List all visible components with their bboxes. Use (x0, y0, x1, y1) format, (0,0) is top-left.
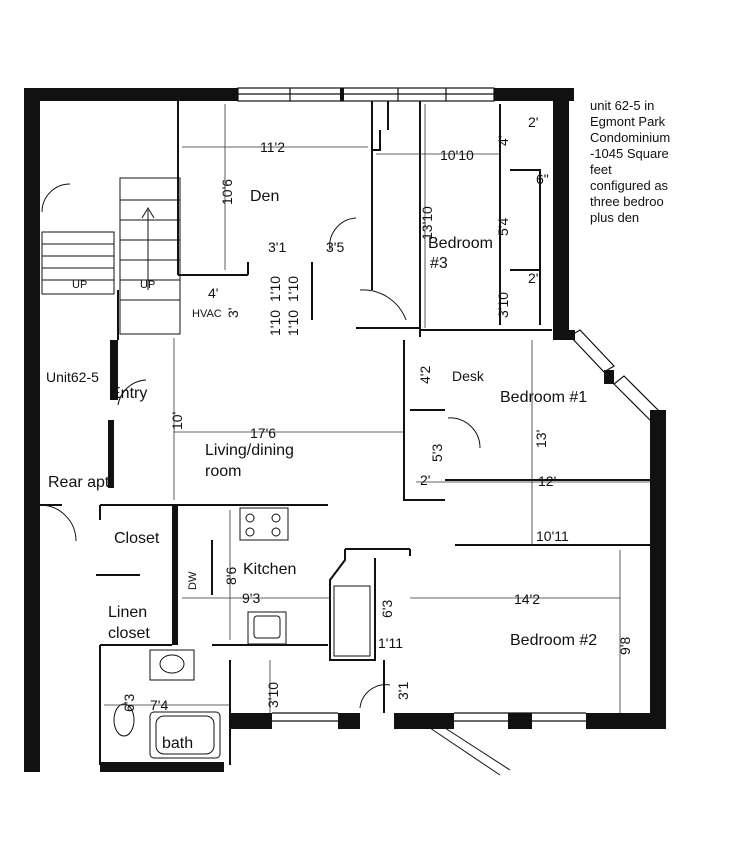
dim-closet-top: 2' (528, 114, 538, 130)
room-label-bedroom2: Bedroom #2 (510, 632, 597, 649)
dim-hvac-3: 3' (225, 308, 241, 318)
room-label-linen: closet (108, 625, 150, 642)
door-swings (39, 183, 511, 776)
stair-label-up: UP (72, 279, 87, 291)
stair-label-up: UP (140, 279, 155, 291)
dim-living-depth: 10' (169, 412, 185, 430)
dim-hall-1101d: 1'10 (285, 310, 301, 336)
description-line: plus den (590, 210, 640, 225)
description-line: Condominium (590, 130, 671, 145)
room-label-bedroom3: Bedroom (428, 235, 493, 252)
dim-kitchen-depth: 8'6 (223, 567, 239, 585)
room-label-desk: Desk (452, 368, 485, 384)
room-label-living: Living/dining (205, 442, 294, 459)
dim-kitchen-width: 9'3 (242, 590, 260, 606)
dim-den-depth: 10'6 (219, 179, 235, 205)
stairs (41, 177, 181, 335)
dim-hall-310b: 3'10 (265, 682, 281, 708)
dim-bed2-width: 14'2 (514, 591, 540, 607)
dim-bed1-42: 4'2 (417, 366, 433, 384)
room-label-hvac: HVAC (192, 308, 222, 320)
dim-bath-depth: 6'3 (121, 694, 137, 712)
dim-hall-1101a: 1'10 (267, 276, 283, 302)
dim-bed1-12: 12' (538, 473, 556, 489)
dim-bed3-width: 10'10 (440, 147, 474, 163)
dim-closet-4: 4' (495, 136, 511, 146)
description-line: configured as (590, 178, 669, 193)
dim-closet-54: 5'4 (495, 218, 511, 236)
room-label-dw: DW (187, 571, 199, 590)
description-line: -1045 Square (590, 146, 669, 161)
description-note: unit 62-5 in Egmont Park Condominium -10… (590, 98, 730, 226)
dimension-lines (104, 104, 650, 713)
description-line: Egmont Park (590, 114, 666, 129)
dim-closet-6: 6" (536, 171, 549, 187)
dim-bed1-1011: 10'11 (536, 528, 569, 544)
interior-walls (40, 101, 650, 765)
stove-burner-icon (271, 513, 281, 523)
description-line: feet (590, 162, 612, 177)
stove-burner-icon (271, 527, 281, 537)
room-label-entry: Entry (110, 385, 147, 402)
dim-bed3-depth: 13'10 (419, 206, 435, 240)
room-label-living: room (205, 463, 241, 480)
room-label-den: Den (250, 188, 279, 205)
dim-bed1-13: 13' (533, 430, 549, 448)
dim-hall-1101b: 1'10 (285, 276, 301, 302)
description-line: unit 62-5 in (590, 98, 655, 113)
stove-burner-icon (245, 527, 255, 537)
dim-den-width: 11'2 (260, 139, 285, 155)
dim-hall-35: 3'5 (326, 239, 344, 255)
room-label-kitchen: Kitchen (243, 561, 296, 578)
dim-bed2-63: 6'3 (379, 600, 395, 618)
dim-bath-width: 7'4 (150, 697, 168, 713)
dim-bed1-2: 2' (420, 472, 430, 488)
exterior-walls (24, 88, 666, 772)
room-label-bedroom3: #3 (430, 255, 448, 272)
dim-living-width: 17'6 (250, 425, 276, 441)
dim-hvac-4: 4' (208, 285, 218, 301)
dim-hall-31: 3'1 (268, 239, 286, 255)
dim-hall-31b: 3'1 (395, 682, 411, 700)
windows (237, 87, 661, 722)
unit-label: Unit62-5 (46, 369, 99, 385)
fixtures (113, 507, 371, 759)
room-label-rear-apt: Rear apt (48, 474, 110, 491)
room-label-bedroom1: Bedroom #1 (500, 389, 587, 406)
room-label-linen: Linen (108, 604, 147, 621)
room-label-closet: Closet (114, 530, 160, 547)
dim-bed2-depth: 9'8 (617, 637, 633, 655)
dim-closet-310: 3'10 (495, 292, 511, 318)
dim-closet-2b: 2' (528, 270, 538, 286)
description-line: three bedroo (590, 194, 664, 209)
room-label-bath: bath (162, 735, 193, 752)
dim-bed1-53: 5'3 (429, 444, 445, 462)
dim-hall-1101c: 1'10 (267, 310, 283, 336)
stove-burner-icon (245, 513, 255, 523)
dim-bed2-111: 1'11 (378, 635, 403, 651)
